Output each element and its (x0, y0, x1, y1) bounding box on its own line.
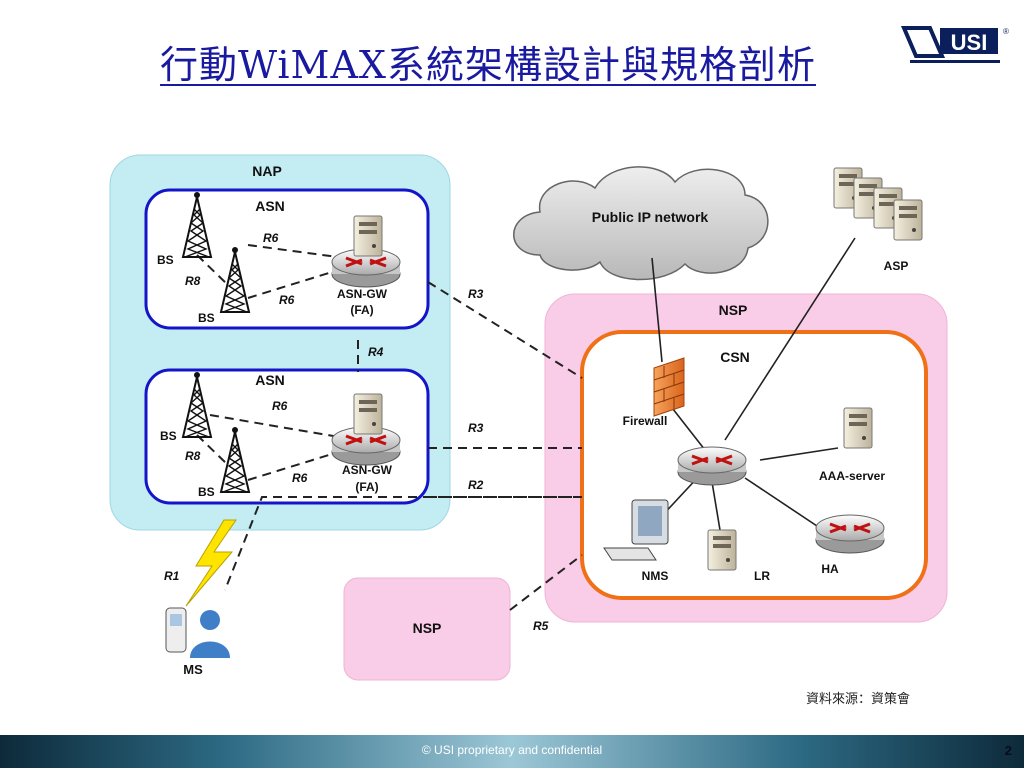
bs-label-3: BS (160, 429, 177, 443)
bs-label-2: BS (198, 311, 215, 325)
asn-bottom-label: ASN (255, 372, 285, 388)
source-note: 資料來源：資策會 (805, 692, 910, 707)
bs-label-1: BS (157, 253, 174, 267)
usi-logo-mark: ® (1003, 27, 1009, 36)
footer-text: © USI proprietary and confidential (421, 743, 603, 757)
public-ip-label: Public IP network (592, 209, 709, 225)
fa-label-1: (FA) (350, 303, 373, 317)
nms-label: NMS (642, 569, 669, 583)
r6-label-4: R6 (292, 471, 308, 485)
r6-label-2: R6 (279, 293, 295, 307)
bs-label-4: BS (198, 485, 215, 499)
asn-gw-server-icon (353, 215, 383, 257)
lr-server-icon (707, 529, 737, 571)
nms-computer-icon (603, 499, 669, 561)
footer-bar: © USI proprietary and confidential 2 (0, 735, 1024, 768)
core-router-icon (676, 445, 748, 487)
usi-logo-text: USI (951, 30, 988, 55)
nsp-small-label: NSP (413, 620, 442, 636)
nap-label: NAP (252, 163, 282, 179)
r5-label: R5 (533, 619, 549, 633)
r3-label-2: R3 (468, 421, 484, 435)
aaa-server-label: AAA-server (819, 469, 885, 483)
firewall-label: Firewall (623, 414, 668, 428)
fa-label-2: (FA) (355, 480, 378, 494)
asp-server-rack-icon (833, 167, 923, 241)
r8-label-1: R8 (185, 274, 201, 288)
asp-label: ASP (884, 259, 909, 273)
r3-label-1: R3 (468, 287, 484, 301)
mobile-station-icon (165, 607, 230, 658)
asn-gw-label-2: ASN-GW (342, 463, 393, 477)
public-ip-cloud (513, 166, 769, 281)
asn-gw-label-1: ASN-GW (337, 287, 388, 301)
nsp-small-region (343, 577, 511, 681)
dashed-links (196, 244, 583, 611)
usi-logo: USI ® (900, 26, 1009, 63)
ha-router-icon (814, 513, 886, 555)
ms-label: MS (183, 662, 203, 677)
r2-label: R2 (468, 478, 484, 492)
csn-label: CSN (720, 349, 750, 365)
nsp-main-label: NSP (719, 302, 748, 318)
r6-label-3: R6 (272, 399, 288, 413)
aaa-server-icon (843, 407, 873, 449)
asn-gw-server-icon (353, 393, 383, 435)
page-number: 2 (1004, 743, 1012, 758)
asn-top-label: ASN (255, 198, 285, 214)
radio-link-lightning-icon (185, 519, 237, 607)
r4-label: R4 (368, 345, 384, 359)
r8-label-2: R8 (185, 449, 201, 463)
slide-title: 行動WiMAX系統架構設計與規格剖析 (160, 43, 816, 87)
r6-label-1: R6 (263, 231, 279, 245)
lr-label: LR (754, 569, 770, 583)
r1-label: R1 (164, 569, 180, 583)
ha-label: HA (821, 562, 839, 576)
firewall-icon (653, 357, 685, 417)
